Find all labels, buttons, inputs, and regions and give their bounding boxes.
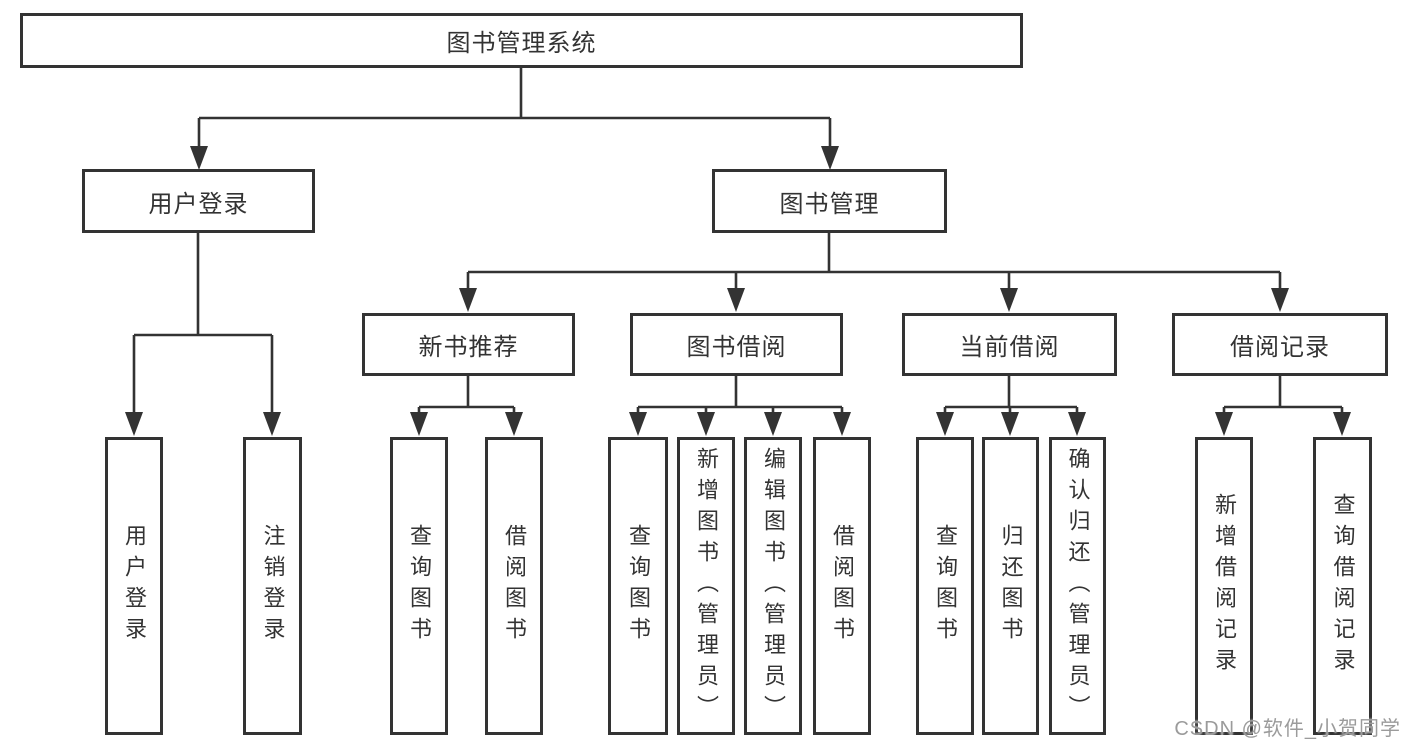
node-current-borrowing: 当前借阅 bbox=[902, 313, 1117, 376]
node-root-label: 图书管理系统 bbox=[446, 30, 597, 57]
leaf-borrow-books: 借阅图书 bbox=[813, 437, 871, 735]
leaf-query-books-current-label: 查询图书 bbox=[933, 524, 958, 648]
leaf-return-books-label: 归还图书 bbox=[998, 524, 1024, 648]
leaf-query-books-recommend: 查询图书 bbox=[390, 437, 448, 735]
node-root-library-system: 图书管理系统 bbox=[20, 13, 1023, 68]
node-new-book-recommend-label: 新书推荐 bbox=[418, 334, 519, 361]
node-borrowing-records: 借阅记录 bbox=[1172, 313, 1388, 376]
leaf-query-books-borrowing-label: 查询图书 bbox=[626, 524, 651, 648]
node-book-borrowing-label: 图书借阅 bbox=[686, 334, 787, 361]
leaf-logout-label: 注销登录 bbox=[260, 524, 286, 648]
leaf-confirm-return-admin: 确认归还（管理员） bbox=[1049, 437, 1106, 735]
leaf-return-books: 归还图书 bbox=[982, 437, 1039, 735]
node-book-management: 图书管理 bbox=[712, 169, 947, 233]
leaf-user-login-label: 用户登录 bbox=[122, 524, 147, 648]
node-user-login: 用户登录 bbox=[82, 169, 315, 233]
leaf-add-books-admin-label: 新增图书（管理员） bbox=[694, 446, 719, 726]
node-user-login-label: 用户登录 bbox=[148, 190, 249, 218]
leaf-user-login: 用户登录 bbox=[105, 437, 163, 735]
leaf-edit-books-admin: 编辑图书（管理员） bbox=[744, 437, 802, 735]
leaf-logout: 注销登录 bbox=[243, 437, 302, 735]
node-current-borrowing-label: 当前借阅 bbox=[959, 334, 1060, 361]
leaf-query-books-recommend-label: 查询图书 bbox=[407, 524, 432, 648]
leaf-edit-books-admin-label: 编辑图书（管理员） bbox=[761, 446, 786, 726]
leaf-borrow-books-recommend: 借阅图书 bbox=[485, 437, 543, 735]
leaf-query-borrow-record: 查询借阅记录 bbox=[1313, 437, 1372, 735]
node-book-management-label: 图书管理 bbox=[779, 190, 880, 218]
csdn-watermark: CSDN @软件_小贺同学 bbox=[1174, 718, 1401, 740]
leaf-query-books-current: 查询图书 bbox=[916, 437, 974, 735]
leaf-confirm-return-admin-label: 确认归还（管理员） bbox=[1065, 446, 1091, 726]
leaf-add-books-admin: 新增图书（管理员） bbox=[677, 437, 735, 735]
arrowheads bbox=[125, 146, 1351, 436]
leaf-add-borrow-record: 新增借阅记录 bbox=[1195, 437, 1253, 735]
leaf-borrow-books-label: 借阅图书 bbox=[830, 524, 855, 648]
leaf-query-books-borrowing: 查询图书 bbox=[608, 437, 668, 735]
leaf-query-borrow-record-label: 查询借阅记录 bbox=[1330, 493, 1356, 679]
leaf-borrow-books-recommend-label: 借阅图书 bbox=[502, 524, 527, 648]
node-book-borrowing: 图书借阅 bbox=[630, 313, 843, 376]
node-new-book-recommend: 新书推荐 bbox=[362, 313, 575, 376]
node-borrowing-records-label: 借阅记录 bbox=[1230, 334, 1330, 361]
leaf-add-borrow-record-label: 新增借阅记录 bbox=[1212, 493, 1237, 679]
